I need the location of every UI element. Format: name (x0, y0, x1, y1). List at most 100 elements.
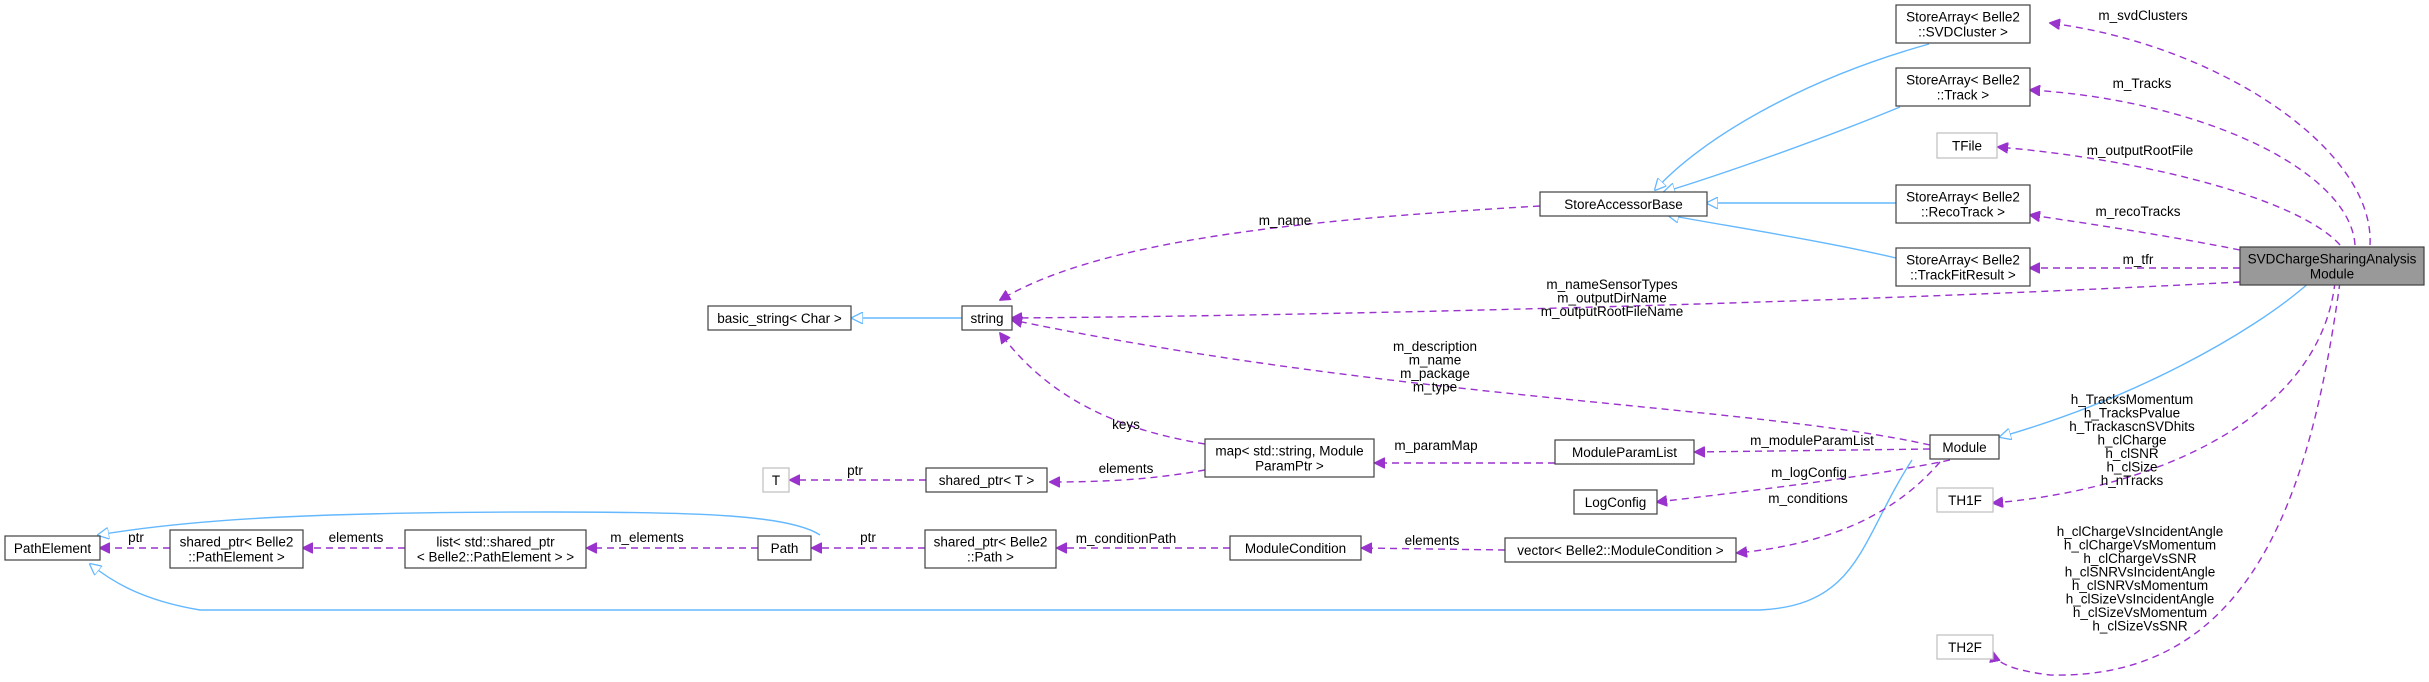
node-string[interactable]: string (961, 305, 1013, 331)
node-box (169, 529, 304, 569)
node-module[interactable]: Module (1929, 434, 2000, 460)
node-label: shared_ptr< Belle2 (180, 535, 294, 550)
node-path[interactable]: Path (757, 535, 812, 561)
node-label: StoreArray< Belle2 (1906, 190, 2020, 205)
node-label: TH2F (1948, 640, 1982, 655)
node-label: ::SVDCluster > (1918, 25, 2008, 40)
node-label: ::RecoTrack > (1921, 205, 2005, 220)
node-label: ::Path > (967, 550, 1014, 565)
node-box (1539, 191, 1708, 217)
node-label: TH1F (1948, 493, 1982, 508)
node-label: ::PathElement > (188, 550, 285, 565)
edge-label-m-name: m_name (1259, 213, 1312, 228)
node-label: < Belle2::PathElement > > (417, 550, 574, 565)
node-box (1554, 439, 1695, 465)
edge-outputrootfile-usage (1998, 147, 2341, 246)
node-path-element[interactable]: PathElement (4, 535, 101, 561)
edge-svdclusters-usage (2050, 23, 2371, 246)
edge-module-strings-usage (1012, 320, 1931, 446)
edge-path-inherits-pathelement (98, 511, 821, 535)
edge-label-m-logConfig: m_logConfig (1771, 465, 1847, 480)
node-box (961, 305, 1013, 331)
edge-label-ptr-pe: ptr (128, 530, 144, 545)
edge-module-inherits-pathelement (90, 459, 1913, 611)
edge-map-elements-usage (1050, 469, 1206, 482)
edge-label-th2f-members: h_clChargeVsMomentum (2064, 538, 2216, 553)
edge-track-inherits-storeaccessorbase (1664, 106, 1901, 192)
node-box (762, 467, 790, 493)
edge-label-m-paramMap: m_paramMap (1394, 438, 1477, 453)
edge-label-module-strings: m_description (1393, 339, 1477, 354)
node-reco-track[interactable]: StoreArray< Belle2::RecoTrack > (1895, 184, 2031, 224)
node-box (1929, 434, 2000, 460)
edge-trackfitresult-inherits-storeaccessorbase (1668, 215, 1897, 259)
edge-label-th2f-members: h_clSizeVsIncidentAngle (2066, 592, 2215, 607)
node-svd-cluster[interactable]: StoreArray< Belle2::SVDCluster > (1895, 4, 2031, 44)
node-label: Module (1942, 440, 1986, 455)
node-shared-ptr-pe[interactable]: shared_ptr< Belle2::PathElement > (169, 529, 304, 569)
edge-label-module-strings: m_type (1413, 380, 1457, 395)
node-box (1229, 535, 1362, 561)
node-list[interactable]: list< std::shared_ptr< Belle2::PathEleme… (404, 529, 587, 569)
node-label: Path (771, 541, 799, 556)
edge-label-string-members: m_nameSensorTypes (1546, 277, 1678, 292)
node-box (1895, 247, 2031, 287)
edge-label-string-members: m_outputRootFileName (1541, 304, 1684, 319)
node-label: StoreAccessorBase (1564, 197, 1683, 212)
node-label: PathElement (14, 541, 92, 556)
node-label: StoreArray< Belle2 (1906, 73, 2020, 88)
node-label: ::TrackFitResult > (1910, 268, 2016, 283)
node-label: list< std::shared_ptr (436, 535, 555, 550)
node-module-param-list[interactable]: ModuleParamList (1554, 439, 1695, 465)
edge-label-m-Tracks: m_Tracks (2113, 76, 2172, 91)
node-track[interactable]: StoreArray< Belle2::Track > (1895, 67, 2031, 107)
node-label: shared_ptr< Belle2 (934, 535, 1048, 550)
node-box (1204, 438, 1375, 478)
node-tfile: TFile (1936, 132, 1998, 159)
edge-recotracks-usage (2030, 215, 2241, 251)
node-module-condition[interactable]: ModuleCondition (1229, 535, 1362, 561)
edge-label-th2f-members: h_clChargeVsIncidentAngle (2057, 524, 2224, 539)
node-shared-ptr-path[interactable]: shared_ptr< Belle2::Path > (924, 529, 1057, 569)
node-box (1895, 184, 2031, 224)
node-label: string (970, 311, 1003, 326)
node-box (4, 535, 101, 561)
node-label: LogConfig (1585, 495, 1647, 510)
edge-label-th2f-members: h_clSNRVsIncidentAngle (2065, 565, 2216, 580)
node-track-fit-result[interactable]: StoreArray< Belle2::TrackFitResult > (1895, 247, 2031, 287)
node-label: Module (2310, 267, 2354, 282)
edge-vector-elements-usage (1362, 548, 1506, 550)
node-basic-string[interactable]: basic_string< Char > (707, 305, 852, 331)
node-box (1936, 487, 1994, 513)
node-th2f: TH2F (1936, 634, 1994, 660)
node-label: StoreArray< Belle2 (1906, 253, 2020, 268)
edge-svdcluster-inherits-storeaccessorbase (1655, 43, 1930, 190)
node-log-config[interactable]: LogConfig (1573, 489, 1658, 515)
node-vector[interactable]: vector< Belle2::ModuleCondition > (1504, 537, 1737, 563)
edge-label-th1f-members: h_TrackascnSVDhits (2069, 419, 2195, 434)
edge-moduleparamlist-usage (1695, 449, 1931, 452)
edge-label-m-elements: m_elements (610, 530, 684, 545)
node-label: vector< Belle2::ModuleCondition > (1517, 543, 1723, 558)
node-label: ParamPtr > (1255, 459, 1324, 474)
edge-label-m-tfr: m_tfr (2123, 252, 2154, 267)
edge-map-keys-usage (1000, 333, 1206, 445)
node-box (2239, 246, 2425, 286)
edge-label-th1f-members: h_clCharge (2097, 433, 2166, 448)
node-t: T (762, 467, 790, 493)
edge-label-m-recoTracks: m_recoTracks (2095, 204, 2180, 219)
edge-storeaccessorbase-name-usage (1000, 205, 1541, 300)
edge-logconfig-usage (1657, 459, 1951, 502)
node-store-accessor-base[interactable]: StoreAccessorBase (1539, 191, 1708, 217)
node-box (1936, 132, 1998, 159)
edge-label-th1f-members: h_nTracks (2101, 473, 2164, 488)
node-box (1895, 67, 2031, 107)
node-box (404, 529, 587, 569)
node-shared-ptr-t[interactable]: shared_ptr< T > (925, 467, 1048, 493)
edge-label-elements-list: elements (329, 530, 384, 545)
edge-label-th1f-members: h_TracksMomentum (2071, 392, 2194, 407)
edge-th2f-usage (1993, 281, 2341, 676)
